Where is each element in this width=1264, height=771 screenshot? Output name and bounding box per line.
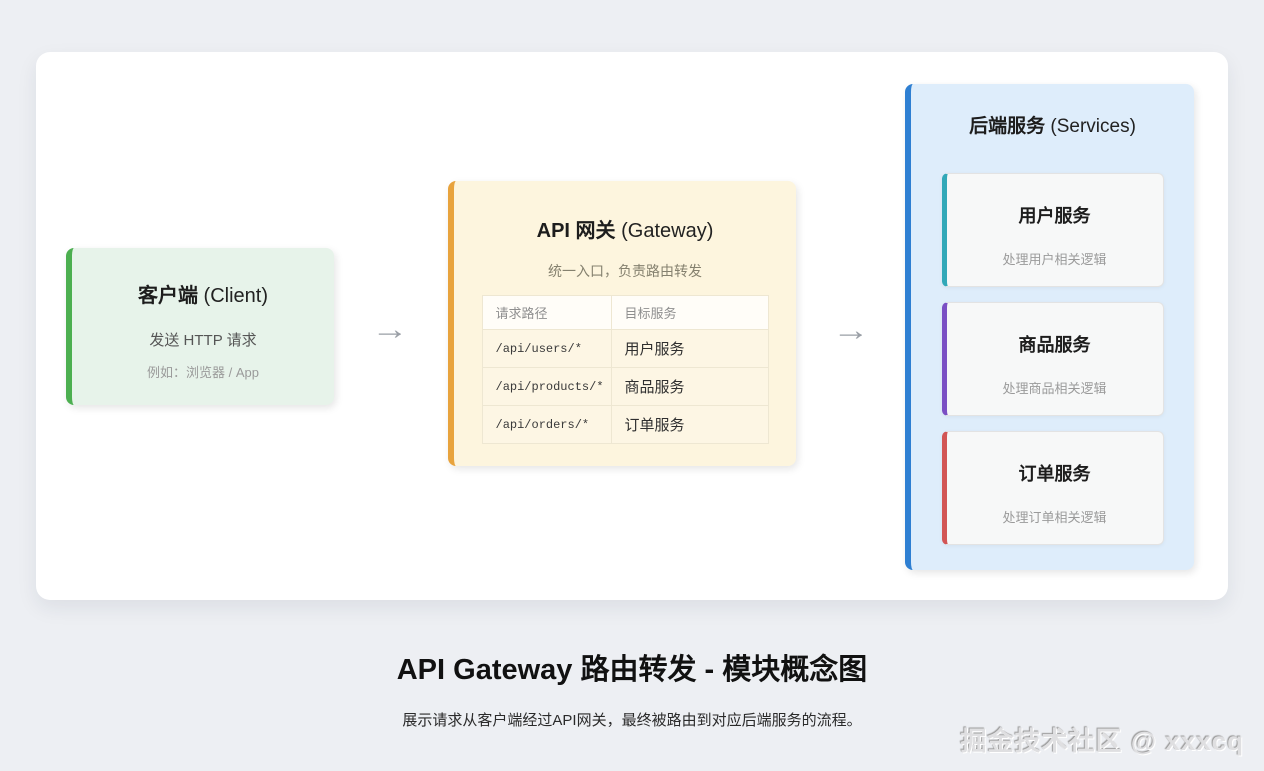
arrow-right-icon: →: [832, 314, 870, 347]
gateway-panel: API 网关 (Gateway) 统一入口，负责路由转发 请求路径 目标服务 /…: [448, 181, 796, 466]
client-title-normal: (Client): [197, 285, 268, 307]
gateway-title-strong: API 网关: [536, 220, 616, 242]
diagram-title: API Gateway 路由转发 - 模块概念图: [396, 654, 868, 686]
service-desc: 处理商品相关逻辑: [1002, 381, 1107, 396]
route-table-header-service: 目标服务: [610, 295, 769, 330]
route-path-cell: /api/products/*: [481, 367, 612, 406]
route-table-header-path: 请求路径: [481, 295, 612, 330]
diagram-caption: 展示请求从客户端经过API网关，最终被路由到对应后端服务的流程。: [402, 712, 862, 729]
diagram-canvas: 客户端 (Client) 发送 HTTP 请求 例如：浏览器 / App → A…: [36, 52, 1228, 600]
route-table-header-row: 请求路径 目标服务: [481, 295, 769, 330]
route-table-row: /api/products/* 商品服务: [481, 367, 769, 406]
route-table-row: /api/users/* 用户服务: [481, 329, 769, 368]
route-service-cell: 用户服务: [610, 329, 769, 368]
client-title-strong: 客户端: [137, 285, 198, 307]
route-table-row: /api/orders/* 订单服务: [481, 405, 769, 444]
route-service-cell: 订单服务: [610, 405, 769, 444]
service-name: 订单服务: [1018, 464, 1091, 484]
services-title: 后端服务 (Services): [911, 111, 1194, 138]
client-desc: 发送 HTTP 请求: [149, 332, 257, 349]
route-path-cell: /api/users/*: [481, 329, 612, 368]
services-panel: 后端服务 (Services) 用户服务 处理用户相关逻辑 商品服务 处理商品相…: [905, 84, 1194, 570]
client-title: 客户端 (Client): [72, 279, 334, 308]
services-title-strong: 后端服务: [969, 116, 1046, 137]
service-desc: 处理用户相关逻辑: [1002, 252, 1107, 267]
gateway-title-normal: (Gateway): [615, 220, 714, 242]
route-service-cell: 商品服务: [610, 367, 769, 406]
service-name: 用户服务: [1018, 206, 1091, 226]
gateway-subtitle: 统一入口，负责路由转发: [548, 263, 702, 279]
client-example: 例如：浏览器 / App: [147, 365, 259, 380]
service-card-users: 用户服务 处理用户相关逻辑: [941, 173, 1164, 287]
watermark: 掘金技术社区 @ xxxcq: [960, 726, 1244, 756]
arrow-right-icon: →: [371, 313, 409, 346]
services-title-normal: (Services): [1045, 116, 1136, 137]
gateway-title: API 网关 (Gateway): [454, 214, 796, 243]
service-card-list: 用户服务 处理用户相关逻辑 商品服务 处理商品相关逻辑 订单服务 处理订单相关逻…: [941, 173, 1164, 545]
client-panel: 客户端 (Client) 发送 HTTP 请求 例如：浏览器 / App: [66, 248, 334, 405]
service-card-orders: 订单服务 处理订单相关逻辑: [941, 431, 1164, 545]
route-path-cell: /api/orders/*: [481, 405, 612, 444]
service-card-products: 商品服务 处理商品相关逻辑: [941, 302, 1164, 416]
route-table: 请求路径 目标服务 /api/users/* 用户服务 /api/product…: [481, 295, 769, 444]
service-desc: 处理订单相关逻辑: [1002, 510, 1107, 525]
service-name: 商品服务: [1018, 335, 1091, 355]
